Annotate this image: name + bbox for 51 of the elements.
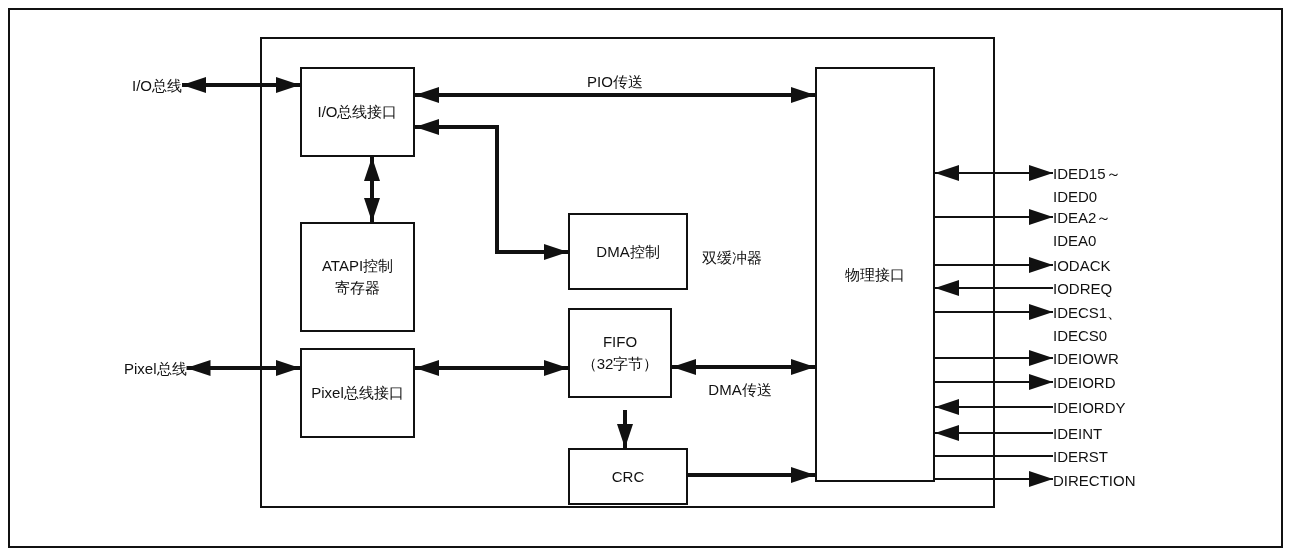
block-label: I/O总线接口: [317, 102, 398, 122]
bus-label: Pixel总线: [124, 359, 187, 379]
block-label: DMA控制: [596, 241, 660, 262]
signal-label: IODACK: [1053, 256, 1112, 276]
arrow: [364, 157, 380, 222]
interface-box: [815, 67, 935, 482]
arrow: [934, 425, 1054, 441]
arrow: [934, 257, 1054, 273]
block-label: ATAPI控制寄存器: [320, 256, 395, 298]
signal-label: IDEIOWR: [1053, 349, 1120, 369]
arrow: [617, 410, 633, 448]
arrow: [934, 350, 1054, 366]
connector-line: [934, 455, 1054, 457]
interface-box: [300, 348, 415, 438]
edge-label: DMA传送: [706, 381, 774, 399]
signal-label: IDED15～ IDED0: [1053, 164, 1122, 207]
arrow: [934, 209, 1054, 225]
block-label: Pixel总线接口: [311, 383, 404, 403]
interface-box: [300, 67, 415, 157]
arrow: [415, 360, 568, 376]
signal-label: IDECS1、 IDECS0: [1053, 303, 1124, 346]
block-label: 物理接口: [845, 264, 905, 285]
signal-label: IDEA2～ IDEA0: [1053, 208, 1113, 251]
arrow: [415, 119, 568, 260]
arrow: [934, 165, 1054, 181]
signal-label: IDEINT: [1053, 424, 1104, 444]
buffer-box: [568, 308, 672, 398]
signal-label: IODREQ: [1053, 279, 1114, 299]
arrow: [934, 374, 1054, 390]
arrow: [672, 359, 815, 375]
note-label: 双缓冲器: [700, 249, 764, 267]
arrow: [934, 471, 1054, 487]
arrow: [186, 360, 300, 376]
bus-label: I/O总线: [132, 76, 182, 96]
arrow: [934, 304, 1054, 320]
block-label: CRC: [611, 466, 645, 487]
arrow: [934, 399, 1054, 415]
block-label: FIFO （32字节）: [580, 332, 660, 374]
signal-label: IDERST: [1053, 447, 1109, 467]
signal-label: IDEIORD: [1053, 373, 1117, 393]
controller-box: [568, 213, 688, 290]
register-box: [300, 222, 415, 332]
chip-block: [260, 37, 995, 508]
arrow: [182, 77, 300, 93]
arrow: [934, 280, 1054, 296]
arrow: [415, 87, 815, 103]
signal-label: IDEIORDY: [1053, 398, 1127, 418]
crc-box: [568, 448, 688, 505]
signal-label: DIRECTION: [1053, 471, 1137, 491]
arrow: [688, 467, 815, 483]
edge-label: PIO传送: [585, 73, 645, 91]
